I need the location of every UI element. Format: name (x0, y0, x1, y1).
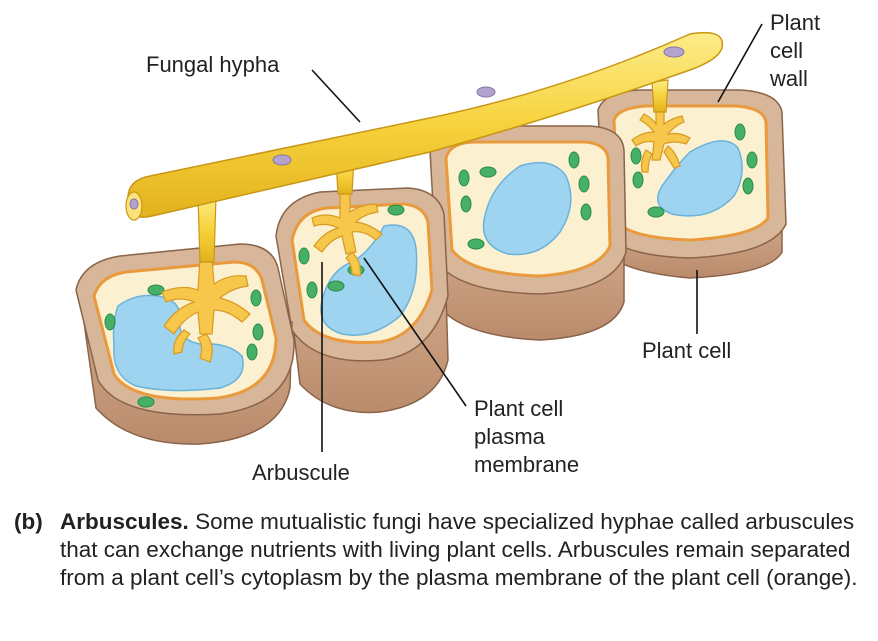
caption-tag: (b) (14, 509, 43, 534)
leader-plant-cell-membrane (363, 257, 467, 407)
plant-cell-1 (75, 243, 295, 445)
arbuscule-cell-4 (631, 107, 691, 173)
plant-cell-4 (597, 89, 787, 279)
arbuscule-cell-1 (161, 257, 251, 363)
caption-heading: Arbuscules. (60, 509, 189, 534)
label-fungal-hypha: Fungal hypha (146, 52, 280, 77)
chloroplasts (298, 204, 405, 299)
caption-text: Some mutualistic fungi have specialized … (60, 509, 858, 590)
plant-cell-3 (429, 125, 627, 341)
label-plant-cell-wall: Plant cell wall (769, 10, 826, 91)
hypha-branch-1 (197, 195, 217, 263)
hypha-branch-4 (651, 79, 669, 113)
caption-body: Arbuscules. Some mutualistic fungi have … (60, 508, 870, 592)
figure-caption: (b) Arbuscules. Some mutualistic fungi h… (14, 508, 870, 592)
label-plant-cell-membrane: Plant cell plasma membrane (474, 396, 579, 477)
hypha-tube (127, 31, 724, 218)
vacuole (482, 161, 572, 256)
leader-fungal-hypha (311, 69, 361, 123)
label-plant-cell: Plant cell (642, 338, 731, 363)
plant-cell-2 (275, 187, 449, 414)
chloroplasts (630, 123, 758, 218)
fungal-hypha (125, 31, 724, 263)
vacuole (657, 140, 743, 217)
arbuscule-cell-2 (311, 187, 383, 277)
hypha-nuclei (129, 46, 685, 210)
leader-plant-cell-wall (717, 23, 763, 103)
chloroplasts (104, 284, 264, 408)
label-arbuscule: Arbuscule (252, 460, 350, 485)
arbuscule-diagram: Fungal hypha Plant cell wall Plant cell … (75, 10, 826, 485)
chloroplasts (458, 151, 592, 250)
